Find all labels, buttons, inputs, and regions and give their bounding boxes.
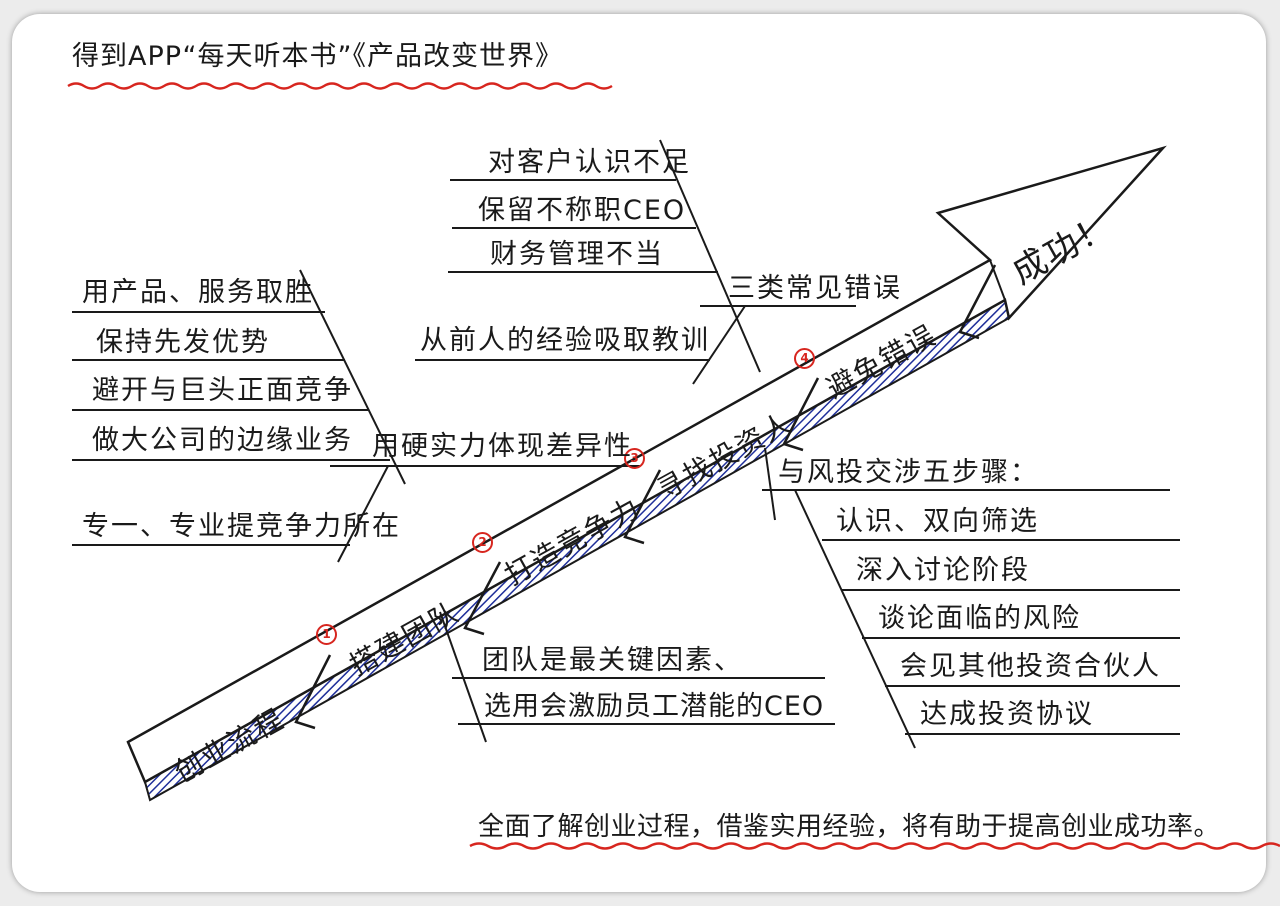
team-item-2: 选用会激励员工潜能的CEO bbox=[484, 691, 825, 722]
competitive-extra: 专一、专业提竞争力所在 bbox=[82, 511, 401, 542]
competitive-item-3: 避开与巨头正面竞争 bbox=[92, 375, 353, 406]
mistakes-branch-lines bbox=[415, 139, 856, 385]
investors-branch-lines bbox=[762, 447, 1180, 749]
team-branch-lines bbox=[439, 611, 835, 743]
investor-step-1: 认识、双向筛选 bbox=[836, 506, 1039, 537]
competitiveness-branch-label: 用硬实力体现差异性 bbox=[372, 431, 633, 462]
title-underline bbox=[67, 82, 613, 90]
step-chevrons bbox=[294, 264, 997, 730]
mistake-item-1: 对客户认识不足 bbox=[488, 147, 691, 178]
competitive-item-4: 做大公司的边缘业务 bbox=[92, 425, 353, 456]
footer-summary: 全面了解创业过程，借鉴实用经验，将有助于提高创业成功率。 bbox=[478, 812, 1221, 842]
competitive-item-2: 保持先发优势 bbox=[96, 327, 270, 358]
competitiveness-branch-lines bbox=[72, 269, 640, 563]
step-4-number: 4 bbox=[794, 348, 815, 369]
step-1-number: 1 bbox=[316, 624, 337, 645]
arrow-top-face bbox=[126, 145, 1167, 784]
mistake-item-2: 保留不称职CEO bbox=[478, 195, 687, 226]
mistake-item-3: 财务管理不当 bbox=[490, 239, 664, 270]
footer-underline bbox=[469, 842, 1280, 850]
investor-step-5: 达成投资协议 bbox=[920, 699, 1094, 730]
page-title: 得到APP“每天听本书”《产品改变世界》 bbox=[72, 41, 564, 72]
investor-step-2: 深入讨论阶段 bbox=[856, 555, 1030, 586]
team-item-1: 团队是最关键因素、 bbox=[482, 645, 743, 676]
investor-step-4: 会见其他投资合伙人 bbox=[900, 651, 1161, 682]
investor-step-3: 谈论面临的风险 bbox=[878, 603, 1081, 634]
mistakes-branch-label: 三类常见错误 bbox=[728, 273, 902, 304]
step-2-number: 2 bbox=[472, 532, 493, 553]
mistakes-extra: 从前人的经验吸取教训 bbox=[420, 325, 710, 356]
investors-branch-label: 与风投交涉五步骤： bbox=[778, 457, 1039, 488]
step-3-number: 3 bbox=[624, 448, 645, 469]
competitive-item-1: 用产品、服务取胜 bbox=[82, 277, 314, 308]
